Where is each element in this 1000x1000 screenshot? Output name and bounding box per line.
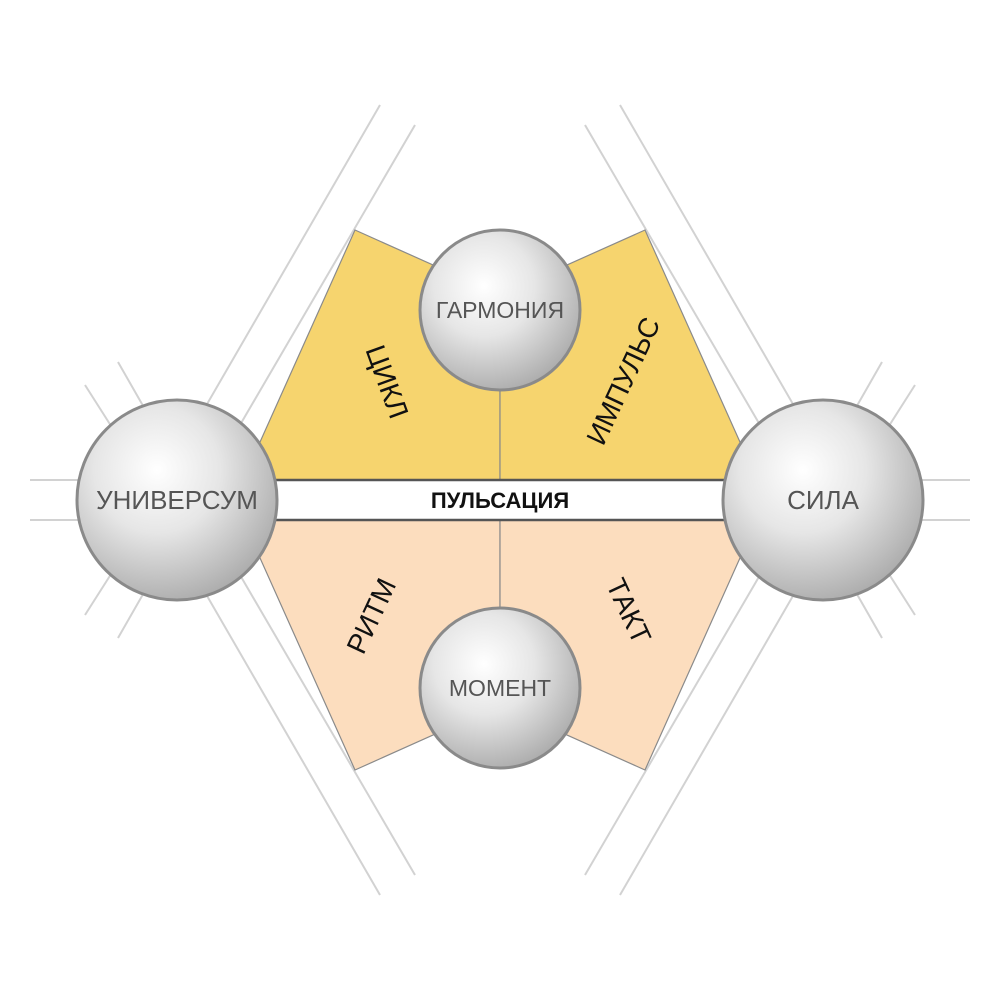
sphere-right [721,398,925,602]
node-bottom: МОМЕНТ [418,606,582,770]
pulsation-band [238,478,762,522]
node-label-moment: МОМЕНТ [449,675,551,701]
sphere-bottom [418,606,582,770]
node-label-garmoniya: ГАРМОНИЯ [436,297,564,323]
node-right: СИЛА [721,398,925,602]
node-top: ГАРМОНИЯ [418,228,582,392]
node-left: УНИВЕРСУМ [75,398,279,602]
sphere-left [75,398,279,602]
sphere-top [418,228,582,392]
pulsation-band-label: ПУЛЬСАЦИЯ [431,488,569,513]
node-label-universum: УНИВЕРСУМ [96,485,258,515]
node-label-sila: СИЛА [787,485,860,515]
